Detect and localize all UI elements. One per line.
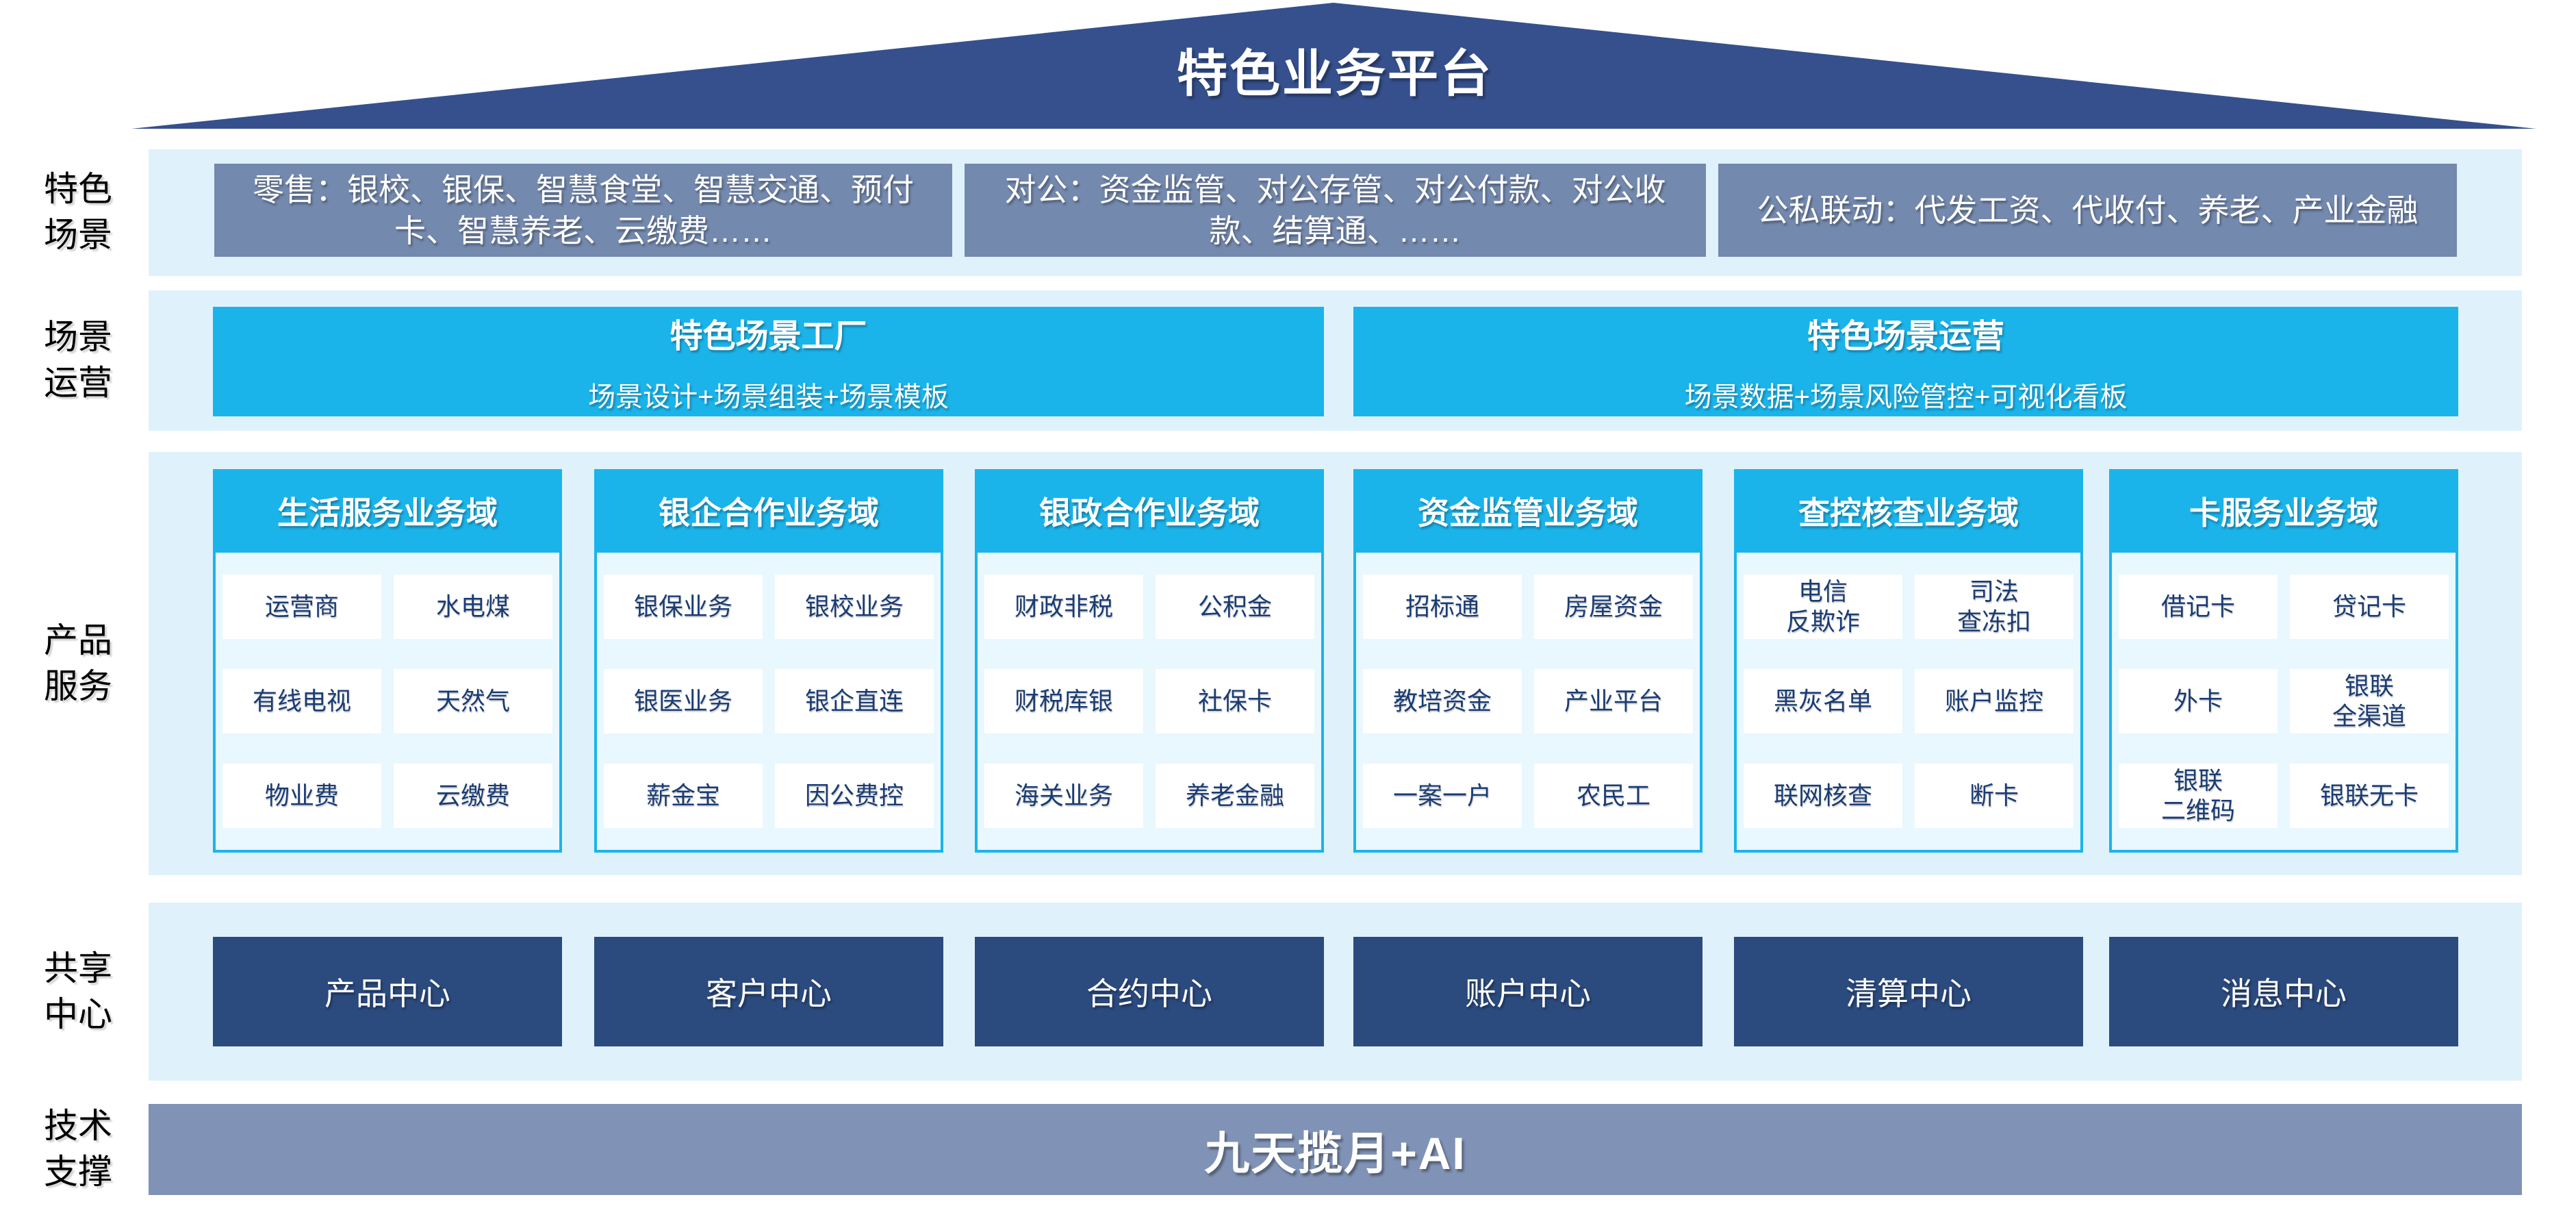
column-header: 卡服务业务域 [2109, 469, 2458, 553]
side-label-scenes: 特色 场景 [18, 166, 138, 258]
product-column-bank-enterprise: 银企合作业务域 银保业务 银校业务 银医业务 银企直连 薪金宝 因公费控 [594, 469, 943, 853]
product-cell: 社保卡 [1156, 669, 1314, 733]
side-label-tech-support: 技术 支撑 [18, 1103, 138, 1195]
product-cell: 海关业务 [984, 764, 1143, 828]
product-cell: 产业平台 [1534, 669, 1693, 733]
column-body: 借记卡 贷记卡 外卡 银联 全渠道 银联 二维码 银联无卡 [2109, 553, 2458, 853]
product-cell: 财税库银 [984, 669, 1143, 733]
column-body: 银保业务 银校业务 银医业务 银企直连 薪金宝 因公费控 [594, 553, 943, 853]
column-header: 资金监管业务域 [1353, 469, 1703, 553]
platform-title: 特色业务平台 [1177, 45, 1493, 102]
scene-box-retail: 零售：银校、银保、智慧食堂、智慧交通、预付卡、智慧养老、云缴费…… [214, 164, 952, 257]
product-cell: 房屋资金 [1534, 575, 1693, 639]
column-header: 银企合作业务域 [594, 469, 943, 553]
product-cell: 银医业务 [604, 669, 763, 733]
side-label-line: 运营 [44, 364, 112, 402]
product-cell: 外卡 [2119, 669, 2278, 733]
roof-shape [131, 3, 2536, 129]
shared-center-clearing: 清算中心 [1734, 937, 2083, 1046]
column-header: 银政合作业务域 [975, 469, 1324, 553]
product-cell: 有线电视 [222, 669, 381, 733]
shared-center-customer: 客户中心 [594, 937, 943, 1046]
product-cell: 账户监控 [1915, 669, 2074, 733]
product-cell: 财政非税 [984, 575, 1143, 639]
tech-support-bar: 九天揽月+AI [149, 1104, 2522, 1195]
product-cell: 云缴费 [394, 764, 552, 828]
product-cell: 贷记卡 [2290, 575, 2449, 639]
product-cell: 教培资金 [1363, 669, 1522, 733]
product-column-bank-government: 银政合作业务域 财政非税 公积金 财税库银 社保卡 海关业务 养老金融 [975, 469, 1324, 853]
side-label-line: 共享 [44, 949, 112, 988]
column-body: 运营商 水电煤 有线电视 天然气 物业费 云缴费 [213, 553, 562, 853]
column-body: 招标通 房屋资金 教培资金 产业平台 一案一户 农民工 [1353, 553, 1703, 853]
ops-box-scene-operation: 特色场景运营 场景数据+场景风险管控+可视化看板 [1353, 307, 2458, 416]
product-column-fund-supervision: 资金监管业务域 招标通 房屋资金 教培资金 产业平台 一案一户 农民工 [1353, 469, 1703, 853]
product-cell: 物业费 [222, 764, 381, 828]
product-cell: 银保业务 [604, 575, 763, 639]
product-column-card-services: 卡服务业务域 借记卡 贷记卡 外卡 银联 全渠道 银联 二维码 银联无卡 [2109, 469, 2458, 853]
shared-center-account: 账户中心 [1353, 937, 1703, 1046]
product-cell: 公积金 [1156, 575, 1314, 639]
tech-support-text: 九天揽月+AI [1204, 1127, 1466, 1179]
product-cell: 黑灰名单 [1744, 669, 1902, 733]
shared-center-message: 消息中心 [2109, 937, 2458, 1046]
scene-box-corporate: 对公：资金监管、对公存管、对公付款、对公收款、结算通、…… [965, 164, 1706, 257]
ops-box-title: 特色场景运营 [1807, 318, 2004, 355]
product-column-life-services: 生活服务业务域 运营商 水电煤 有线电视 天然气 物业费 云缴费 [213, 469, 562, 853]
product-cell: 电信 反欺诈 [1744, 575, 1902, 639]
product-cell: 银联 全渠道 [2290, 669, 2449, 733]
shared-center-product: 产品中心 [213, 937, 562, 1046]
ops-box-scene-factory: 特色场景工厂 场景设计+场景组装+场景模板 [213, 307, 1324, 416]
product-cell: 因公费控 [775, 764, 934, 828]
side-label-line: 特色 [44, 170, 112, 208]
product-cell: 水电煤 [394, 575, 552, 639]
product-cell: 联网核查 [1744, 764, 1902, 828]
side-label-line: 产品 [44, 621, 112, 659]
product-cell: 银联无卡 [2290, 764, 2449, 828]
ops-box-title: 特色场景工厂 [669, 318, 867, 355]
product-cell: 银校业务 [775, 575, 934, 639]
product-cell: 薪金宝 [604, 764, 763, 828]
product-cell: 司法 查冻扣 [1915, 575, 2074, 639]
product-cell: 养老金融 [1156, 764, 1314, 828]
product-column-inspection-verification: 查控核查业务域 电信 反欺诈 司法 查冻扣 黑灰名单 账户监控 联网核查 断卡 [1734, 469, 2083, 853]
side-label-line: 场景 [44, 216, 112, 254]
column-header: 查控核查业务域 [1734, 469, 2083, 553]
side-label-products: 产品 服务 [18, 618, 138, 709]
column-body: 财政非税 公积金 财税库银 社保卡 海关业务 养老金融 [975, 553, 1324, 853]
column-header: 生活服务业务域 [213, 469, 562, 553]
product-cell: 银企直连 [775, 669, 934, 733]
product-cell: 一案一户 [1363, 764, 1522, 828]
shared-center-contract: 合约中心 [975, 937, 1324, 1046]
product-cell: 断卡 [1915, 764, 2074, 828]
side-label-line: 场景 [44, 318, 112, 356]
side-label-line: 中心 [44, 995, 112, 1033]
side-label-line: 技术 [44, 1107, 112, 1145]
column-body: 电信 反欺诈 司法 查冻扣 黑灰名单 账户监控 联网核查 断卡 [1734, 553, 2083, 853]
side-label-line: 服务 [44, 667, 112, 705]
product-cell: 天然气 [394, 669, 552, 733]
side-label-shared-centers: 共享 中心 [18, 946, 138, 1038]
side-label-line: 支撑 [44, 1153, 112, 1191]
product-cell: 借记卡 [2119, 575, 2278, 639]
product-cell: 农民工 [1534, 764, 1693, 828]
product-cell: 招标通 [1363, 575, 1522, 639]
scene-box-public-private: 公私联动：代发工资、代收付、养老、产业金融 [1718, 164, 2457, 257]
product-cell: 运营商 [222, 575, 381, 639]
product-cell: 银联 二维码 [2119, 764, 2278, 828]
ops-box-subtitle: 场景设计+场景组装+场景模板 [588, 382, 949, 412]
side-label-operations: 场景 运营 [18, 314, 138, 406]
ops-box-subtitle: 场景数据+场景风险管控+可视化看板 [1684, 382, 2128, 412]
